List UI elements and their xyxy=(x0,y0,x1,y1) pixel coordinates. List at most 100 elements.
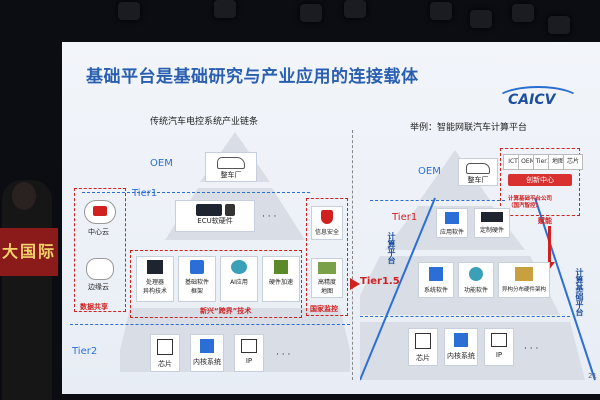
right-tier1-label: Tier1 xyxy=(392,212,418,223)
right-tier2-chip-label: 芯片 xyxy=(416,354,430,362)
innovation-center-box: 创新中心 xyxy=(508,174,572,186)
shield-icon xyxy=(321,210,333,224)
chip-icon xyxy=(224,204,235,216)
right-arrow-icon xyxy=(350,278,360,290)
data-share-label: 数据共享 xyxy=(80,303,108,311)
right-tier15-hetero-hw-label: 异构分布硬件架构 xyxy=(501,287,546,293)
left-tier2-chip-label: 芯片 xyxy=(158,360,172,368)
right-tier1-custom-hw: 定制硬件 xyxy=(474,208,510,238)
ceiling-spotlight xyxy=(470,10,492,28)
arm-chip-icon xyxy=(241,339,257,353)
left-tier2-ip: IP xyxy=(234,334,264,372)
left-heading: 传统汽车电控系统产业链条 xyxy=(150,117,259,127)
left-tier1-ellipsis: · · · xyxy=(262,212,277,222)
framework-icon xyxy=(190,260,204,274)
speaker-head xyxy=(12,182,36,210)
middle-item-processor-label: 处理器 异构技术 xyxy=(142,279,167,295)
ceiling-spotlight xyxy=(300,4,322,22)
caicv-logo: CAICV xyxy=(508,92,556,108)
security-frame xyxy=(306,198,348,316)
car-icon xyxy=(466,163,490,174)
left-tier1-label: Tier1 xyxy=(132,188,158,199)
emerging-tech-caption: 新兴“跨界”技术 xyxy=(200,307,252,315)
venue-banner: 大国际 xyxy=(0,228,58,276)
right-oem-box: 整车厂 xyxy=(458,158,498,186)
left-tier2-kernel: 内核系统 xyxy=(190,334,224,372)
car-icon xyxy=(217,157,245,169)
function-software-icon xyxy=(469,267,483,281)
middle-item-ai: AI应用 xyxy=(220,256,258,302)
right-tier2-ellipsis: · · · xyxy=(524,344,539,354)
hd-map-label: 高精度 地图 xyxy=(317,279,336,295)
left-tier1-box: ECU软硬件 xyxy=(175,200,255,232)
right-oem-label: OEM xyxy=(418,166,441,177)
chip-icon xyxy=(415,333,431,349)
speaker-silhouette xyxy=(2,180,52,400)
right-tier1-app-sw: 应用软件 xyxy=(436,208,468,238)
left-vertical-label: 计算平台 xyxy=(387,232,396,264)
right-vertical-label: 计算基础平台 xyxy=(575,268,584,316)
ceiling-spotlight xyxy=(344,0,366,18)
kernel-icon xyxy=(200,339,214,353)
center-divider xyxy=(352,130,353,380)
left-tier2-ellipsis: · · · xyxy=(276,350,291,360)
right-tier15-system-sw: 系统软件 xyxy=(418,262,454,298)
ceiling-spotlight xyxy=(118,2,140,20)
chip-icon xyxy=(157,339,173,355)
right-tier2-kernel: 内核系统 xyxy=(444,328,478,366)
right-tier15-label: Tier1.5 xyxy=(360,276,400,287)
left-tier2-label: Tier2 xyxy=(72,346,98,357)
left-tier2-kernel-label: 内核系统 xyxy=(193,358,221,366)
map-icon xyxy=(318,262,336,274)
processor-icon xyxy=(147,260,163,274)
cloud-edge-icon xyxy=(86,258,114,280)
middle-item-hw-accel-label: 硬件加速 xyxy=(268,279,293,286)
ai-brain-icon xyxy=(231,260,247,274)
middle-item-ai-label: AI应用 xyxy=(230,279,248,286)
right-tier2-kernel-label: 内核系统 xyxy=(447,352,475,360)
right-tier15-hetero-hw: 异构分布硬件架构 xyxy=(498,262,550,298)
national-reg-label: 国家监控 xyxy=(310,305,338,313)
tag-chip: 芯片 xyxy=(563,154,583,170)
left-oem-box-label: 整车厂 xyxy=(220,171,242,179)
emerging-tech-frame xyxy=(130,250,302,318)
security-box: 信息安全 xyxy=(311,206,343,240)
left-tier2-divider xyxy=(70,324,350,325)
hd-map-box: 高精度 地图 xyxy=(311,258,343,298)
empower-label: 赋能 xyxy=(538,217,552,225)
heterogeneous-hw-icon xyxy=(515,267,533,281)
middle-item-processor: 处理器 异构技术 xyxy=(136,256,174,302)
middle-item-framework-label: 基础软件 框架 xyxy=(184,279,209,295)
ceiling-spotlight xyxy=(512,4,534,22)
left-tier2-chip: 芯片 xyxy=(150,334,180,372)
middle-item-hw-accel: 硬件加速 xyxy=(262,256,300,302)
consortium-frame xyxy=(500,148,580,216)
platform-company-label: 计算基础平台公司 （国汽智控） xyxy=(508,196,553,209)
right-tier15-system-sw-label: 系统软件 xyxy=(423,287,448,294)
ceiling-spotlight xyxy=(214,0,236,18)
ecu-board-icon xyxy=(195,204,222,216)
right-tier1-custom-hw-label: 定制硬件 xyxy=(479,227,504,234)
left-tier1-divider xyxy=(82,192,310,193)
kernel-icon xyxy=(454,333,468,347)
cloud-edge-label: 边缘云 xyxy=(88,283,109,291)
slide-title: 基础平台是基础研究与产业应用的连接载体 xyxy=(86,67,419,87)
custom-hardware-icon xyxy=(481,212,503,222)
page-number: 21 xyxy=(588,372,597,380)
left-tier2-ip-label: IP xyxy=(245,357,253,365)
left-oem-box: 整车厂 xyxy=(205,152,257,182)
right-heading: 举例：智能网联汽车计算平台 xyxy=(410,123,528,133)
left-tier1-box-label: ECU软硬件 xyxy=(197,217,233,225)
right-tier2-chip: 芯片 xyxy=(408,328,438,366)
right-tier2-ip-label: IP xyxy=(495,351,503,359)
middle-item-framework: 基础软件 框架 xyxy=(178,256,216,302)
cloud-frame xyxy=(74,188,126,312)
hw-accel-icon xyxy=(274,260,288,274)
app-software-icon xyxy=(445,212,459,224)
right-tier2-ip: IP xyxy=(484,328,514,366)
logo-swoosh-icon xyxy=(495,86,581,116)
right-tier1-divider xyxy=(370,200,505,201)
right-tier15-function-sw: 功能软件 xyxy=(458,262,494,298)
empower-arrow-shaft xyxy=(548,226,551,266)
